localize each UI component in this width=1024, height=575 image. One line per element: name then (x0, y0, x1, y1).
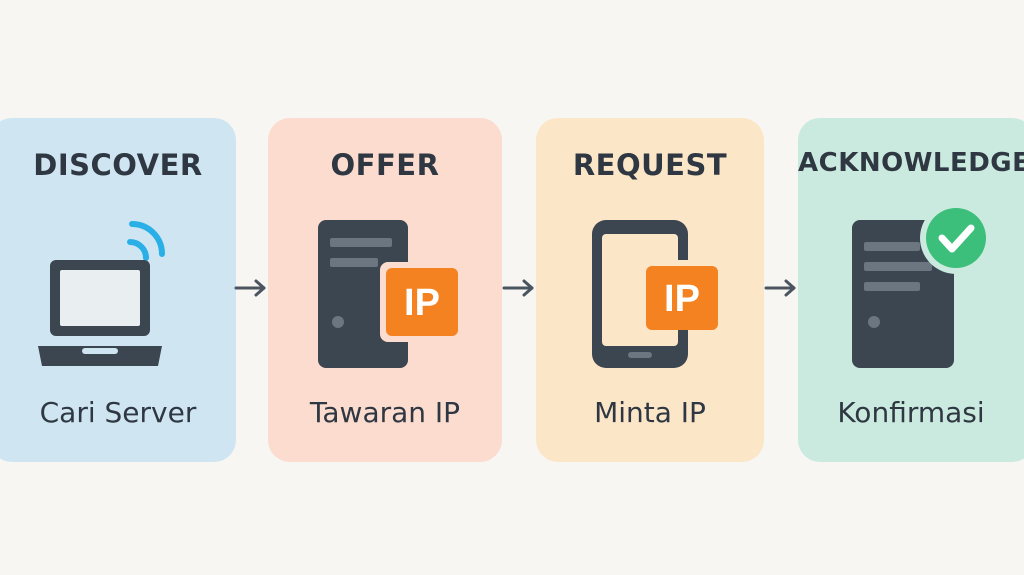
step-title-discover: DISCOVER (33, 148, 203, 182)
step-card-request: REQUEST IP Minta IP (536, 118, 764, 462)
step-title-acknowledge: ACKNOWLEDGE (798, 148, 1024, 178)
arrow-right-icon (764, 279, 796, 297)
step-caption-acknowledge: Konfirmasi (837, 396, 985, 429)
ip-badge-label: IP (404, 282, 440, 324)
step-title-offer: OFFER (330, 148, 440, 182)
step-caption-request: Minta IP (594, 396, 706, 429)
step-card-acknowledge: ACKNOWLEDGE Konfirmasi (798, 118, 1024, 462)
step-caption-offer: Tawaran IP (309, 396, 461, 429)
step-card-discover: DISCOVER Cari Server (0, 118, 236, 462)
phone-ip-icon: IP (592, 220, 722, 368)
server-check-icon (852, 202, 992, 368)
laptop-wifi-icon (38, 221, 165, 366)
ip-badge-label: IP (664, 278, 700, 320)
arrow-right-icon (234, 279, 266, 297)
step-card-offer: OFFER IP Tawaran IP (268, 118, 502, 462)
step-caption-discover: Cari Server (39, 396, 197, 429)
step-title-request: REQUEST (572, 148, 728, 182)
server-ip-icon: IP (318, 220, 464, 368)
arrow-right-icon (502, 279, 534, 297)
